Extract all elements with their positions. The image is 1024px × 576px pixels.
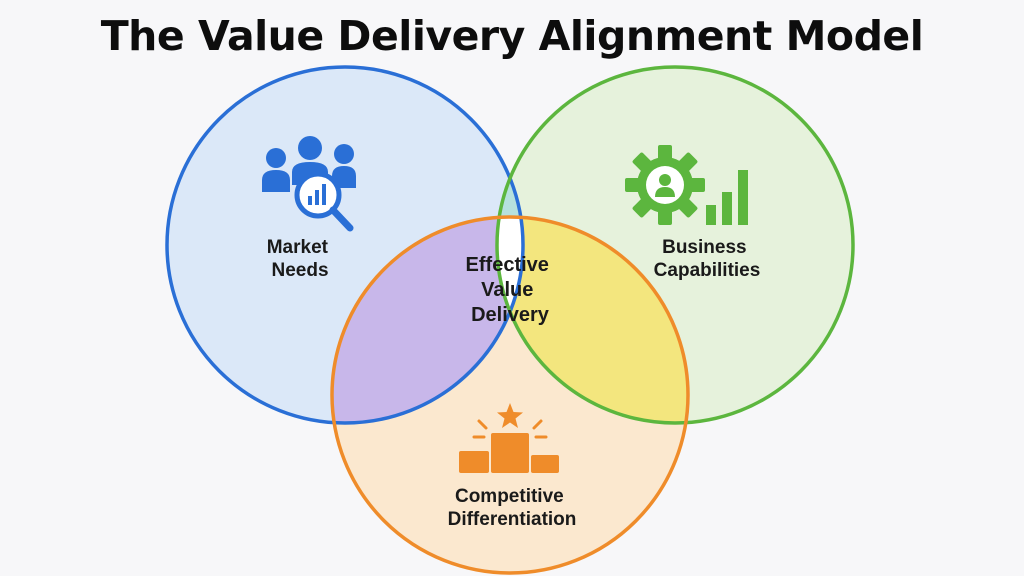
competitive-differentiation-label: Competitive Differentiation [448,486,577,530]
gear-person-bar-chart-icon [625,145,748,225]
people-search-chart-icon [262,136,356,232]
market-needs-outline [165,65,525,425]
gear-tooth [658,209,672,225]
gear-tooth [658,145,672,161]
business-capabilities-outline [495,65,855,425]
competitive-differentiation-outline [330,215,690,575]
business-capabilities-label: Business Capabilities [654,237,761,281]
market-needs-label: Market Needs [267,237,334,281]
effective-value-delivery-label: Effective Value Delivery [466,254,555,326]
page-title: The Value Delivery Alignment Model [100,12,924,60]
gear-tooth [625,178,641,192]
gear-tooth [689,178,705,192]
podium-star-icon [459,403,559,473]
